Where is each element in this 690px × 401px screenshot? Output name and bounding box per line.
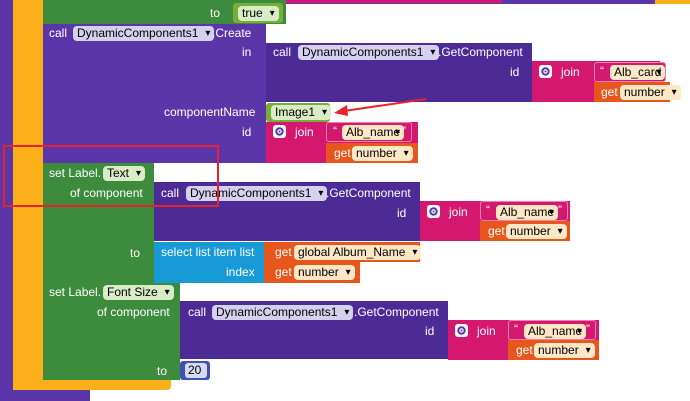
orange-loop-frame[interactable] (13, 0, 43, 390)
in-call-label: call (273, 45, 292, 59)
set-text-block[interactable] (43, 163, 154, 283)
create-in-label: in (242, 45, 252, 59)
set-text-property-dropdown[interactable]: Text (103, 166, 146, 181)
select-index-get-dropdown[interactable]: number (294, 265, 355, 280)
in-get-dropdown[interactable]: number (620, 85, 681, 100)
top-to-label: to (210, 6, 221, 20)
text-method-label: .GetComponent (326, 186, 411, 200)
select-list-get-dropdown[interactable]: global Album_Name (294, 245, 422, 260)
in-id-label: id (510, 65, 520, 79)
set-font-property-dropdown[interactable]: Font Size (103, 285, 174, 300)
select-list-item-block[interactable] (154, 242, 264, 283)
text-component-dropdown[interactable]: DynamicComponents1 (186, 186, 328, 201)
set-text-label: set Label. (49, 166, 102, 180)
top-pink-stub (286, 0, 502, 3)
in-text-close-quote: ” (660, 64, 664, 78)
create-component-dropdown[interactable]: DynamicComponents1 (73, 26, 215, 41)
font-join-label: join (477, 324, 496, 338)
id-text-open-quote: “ (333, 124, 337, 138)
annotation-arrow (334, 98, 427, 116)
create-call-label: call (49, 26, 68, 40)
set-text-of-component-label: of component (70, 186, 143, 200)
right-edge-stub (655, 0, 690, 4)
text-join-label: join (449, 205, 468, 219)
text-text-value[interactable]: Alb_name (496, 205, 559, 220)
set-text-to-label: to (130, 246, 141, 260)
font-join-gear-icon[interactable] (455, 324, 468, 337)
set-font-of-component-label: of component (97, 305, 170, 319)
text-get-dropdown[interactable]: number (506, 224, 567, 239)
create-id-label: id (242, 125, 252, 139)
id-text-value[interactable]: Alb_name (342, 125, 405, 140)
font-get-label: get (516, 343, 533, 357)
in-text-value[interactable]: Alb_card (610, 65, 666, 80)
text-text-open-quote: “ (486, 203, 490, 217)
text-join-gear-icon[interactable] (427, 205, 440, 218)
id-get-dropdown[interactable]: number (352, 146, 413, 161)
font-method-label: .GetComponent (354, 305, 439, 319)
select-list-get-label: get (275, 245, 292, 259)
text-id-label: id (397, 206, 407, 220)
text-call-label: call (161, 186, 180, 200)
select-index-get-label: get (275, 265, 292, 279)
id-join-gear-icon[interactable] (273, 125, 286, 138)
in-text-open-quote: “ (600, 64, 604, 78)
in-get-label: get (601, 85, 618, 99)
create-call-block[interactable] (43, 24, 266, 163)
font-call-label: call (188, 305, 207, 319)
in-join-label: join (561, 65, 580, 79)
create-method-label: .Create (212, 26, 252, 40)
outer-procedure-bottom (0, 390, 90, 401)
in-join-gear-icon[interactable] (539, 65, 552, 78)
select-index-label: index (226, 265, 255, 279)
text-text-close-quote: ” (558, 203, 562, 217)
in-method-label: .GetComponent (438, 45, 523, 59)
font-text-close-quote: ” (586, 322, 590, 336)
select-list-label: select list item list (161, 245, 255, 259)
true-dropdown[interactable]: true (238, 6, 279, 21)
set-font-label: set Label. (49, 285, 102, 299)
id-join-label: join (295, 125, 314, 139)
set-font-to-label: to (157, 364, 168, 378)
text-get-label: get (488, 224, 505, 238)
font-component-dropdown[interactable]: DynamicComponents1 (212, 305, 354, 320)
componentname-dropdown[interactable]: Image1 (271, 105, 332, 120)
font-id-label: id (425, 324, 435, 338)
font-text-value[interactable]: Alb_name (524, 324, 587, 339)
in-component-dropdown[interactable]: DynamicComponents1 (298, 45, 440, 60)
id-text-close-quote: ” (402, 124, 406, 138)
font-number-value[interactable]: 20 (185, 363, 207, 378)
orange-loop-bottom (13, 378, 171, 390)
annotation-highlight-box (3, 145, 219, 207)
id-get-label: get (334, 146, 351, 160)
font-text-open-quote: “ (514, 322, 518, 336)
font-get-dropdown[interactable]: number (534, 343, 595, 358)
outer-procedure-left (0, 0, 13, 401)
create-componentname-label: componentName (164, 105, 256, 119)
